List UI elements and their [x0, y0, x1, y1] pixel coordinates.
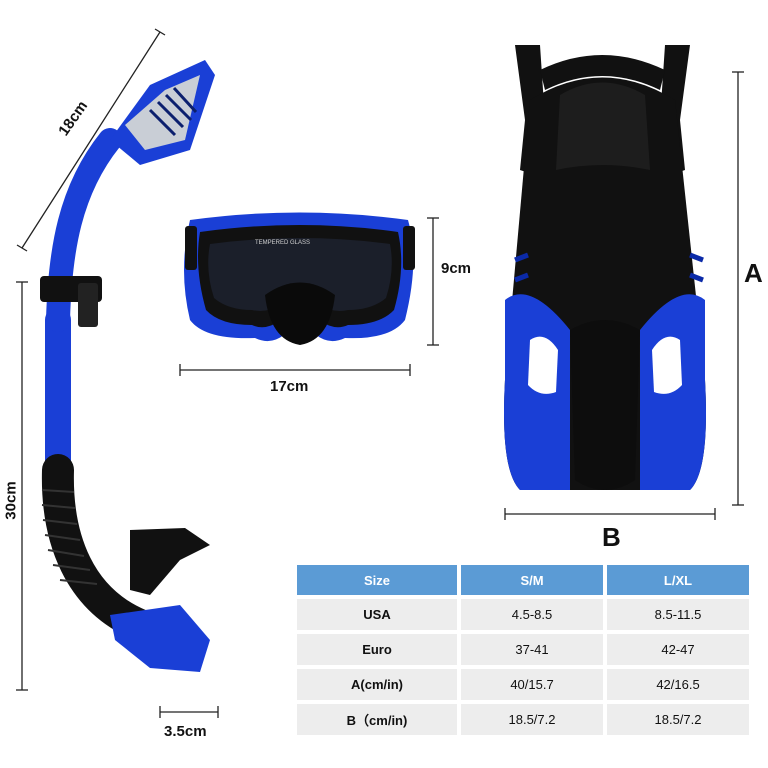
table-cell: 4.5-8.5 [461, 599, 603, 630]
snorkel-body-length-label: 30cm [2, 481, 20, 520]
header-l-xl: L/XL [607, 565, 749, 595]
table-row: USA 4.5-8.5 8.5-11.5 [297, 599, 749, 630]
fin-width-label-b: B [602, 522, 621, 552]
mask-brand-text: TEMPERED GLASS [255, 240, 311, 246]
size-chart-table: Size S/M L/XL USA 4.5-8.5 8.5-11.5 Euro … [293, 561, 753, 739]
header-s-m: S/M [461, 565, 603, 595]
row-label-a: A(cm/in) [297, 669, 457, 700]
mask-image [184, 212, 415, 345]
header-size: Size [297, 565, 457, 595]
table-cell: 18.5/7.2 [461, 704, 603, 735]
table-row: B（cm/in) 18.5/7.2 18.5/7.2 [297, 704, 749, 735]
row-label-usa: USA [297, 599, 457, 630]
table-cell: 42/16.5 [607, 669, 749, 700]
fin-image [504, 45, 706, 490]
mouthpiece-width-label: 3.5cm [164, 723, 207, 740]
row-label-b: B（cm/in) [297, 704, 457, 735]
snorkel-image [40, 60, 215, 672]
table-cell: 8.5-11.5 [607, 599, 749, 630]
table-row: A(cm/in) 40/15.7 42/16.5 [297, 669, 749, 700]
table-cell: 18.5/7.2 [607, 704, 749, 735]
table-cell: 40/15.7 [461, 669, 603, 700]
fin-length-label-a: A [744, 258, 763, 288]
mask-width-label: 17cm [270, 378, 309, 395]
row-label-euro: Euro [297, 634, 457, 665]
table-row: Euro 37-41 42-47 [297, 634, 749, 665]
mask-height-label: 9cm [441, 260, 472, 277]
table-cell: 42-47 [607, 634, 749, 665]
table-cell: 37-41 [461, 634, 603, 665]
table-header-row: Size S/M L/XL [297, 565, 749, 595]
